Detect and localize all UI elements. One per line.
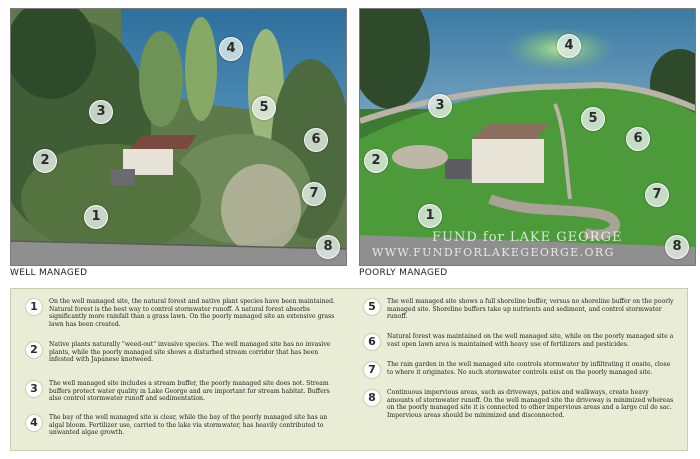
notes-legend: 1 On the well managed site, the natural … [10,288,688,451]
marker-1: 1 [84,205,108,229]
marker-4: 4 [557,34,581,58]
note-2: 2 Native plants naturally "weed-out" inv… [25,341,339,364]
driveway [488,194,620,240]
note-7: 7 The rain garden in the well managed si… [363,361,677,379]
marker-3: 3 [428,94,452,118]
note-text: The well managed site shows a full shore… [387,298,674,321]
well-managed-scene [11,9,346,265]
note-text: The rain garden in the well managed site… [387,361,671,376]
note-4: 4 The bay of the well managed site is cl… [25,414,339,437]
marker-8: 8 [316,235,340,259]
note-6: 6 Natural forest was maintained on the w… [363,333,677,351]
note-number: 5 [363,298,381,316]
marker-2: 2 [364,149,388,173]
marker-4: 4 [219,37,243,61]
house [445,123,550,183]
marker-6: 6 [626,127,650,151]
poorly-managed-illustration: 1 2 3 4 5 6 7 8 [359,8,696,266]
note-text: On the well managed site, the natural fo… [49,298,335,328]
note-text: Natural forest was maintained on the wel… [387,333,674,348]
poorly-managed-caption: Poorly Managed [359,268,448,278]
well-managed-caption: Well Managed [10,268,88,278]
patio [392,145,448,169]
note-3: 3 The well managed site includes a strea… [25,380,339,403]
note-number: 4 [25,414,43,432]
note-8: 8 Continuous impervious areas, such as d… [363,389,677,419]
note-5: 5 The well managed site shows a full sho… [363,298,677,321]
marker-7: 7 [645,183,669,207]
watermark-url: WWW.FUNDFORLAKEGEORGE.ORG [372,246,615,259]
marker-3: 3 [89,100,113,124]
note-number: 1 [25,298,43,316]
note-number: 2 [25,341,43,359]
marker-6: 6 [304,128,328,152]
marker-7: 7 [302,182,326,206]
note-number: 8 [363,389,381,407]
note-number: 3 [25,380,43,398]
road [360,235,695,265]
note-text: Native plants naturally "weed-out" invas… [49,341,331,364]
marker-1: 1 [418,204,442,228]
house [111,135,197,185]
note-text: The well managed site includes a stream … [49,380,330,403]
watermark-title: FUND for LAKE GEORGE [432,230,623,245]
note-number: 6 [363,333,381,351]
well-managed-illustration: 1 2 3 4 5 6 7 8 [10,8,347,266]
marker-5: 5 [252,96,276,120]
marker-2: 2 [33,149,57,173]
marker-8: 8 [665,235,689,259]
note-number: 7 [363,361,381,379]
marker-5: 5 [581,107,605,131]
note-text: Continuous impervious areas, such as dri… [387,389,674,419]
note-1: 1 On the well managed site, the natural … [25,298,339,328]
note-text: The bay of the well managed site is clea… [49,414,328,437]
